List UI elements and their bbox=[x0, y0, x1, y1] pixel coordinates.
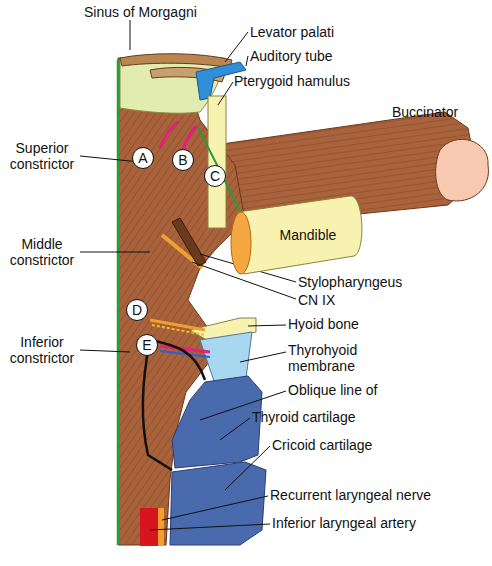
callout-circle: A bbox=[132, 147, 154, 169]
leader-line bbox=[150, 524, 270, 530]
muscle-border bbox=[143, 340, 205, 470]
nerve-line bbox=[150, 320, 205, 330]
part-label: Recurrent laryngeal nerve bbox=[270, 487, 470, 503]
vessel-arc bbox=[160, 122, 178, 148]
part-label: Oblique line of bbox=[288, 382, 428, 398]
part-label: Mandible bbox=[280, 227, 337, 243]
callout-circle: E bbox=[136, 334, 158, 356]
pharyngeal-raphe bbox=[117, 60, 120, 545]
callout-circle: D bbox=[126, 299, 148, 321]
part-label: Superior constrictor bbox=[2, 140, 82, 172]
part-label: Cricoid cartilage bbox=[272, 437, 432, 453]
part-label: Stylopharyngeus bbox=[298, 274, 438, 290]
leader-line bbox=[225, 446, 270, 490]
vessel-arc bbox=[183, 126, 196, 150]
nerve-line bbox=[152, 325, 205, 335]
callout-letter: B bbox=[178, 152, 187, 168]
thyroid-cartilage bbox=[172, 376, 262, 468]
leader-line bbox=[80, 350, 130, 352]
leader-line bbox=[218, 82, 233, 105]
leader-line bbox=[248, 325, 286, 326]
leader-line bbox=[225, 32, 248, 62]
inferior-laryngeal-artery bbox=[140, 508, 158, 546]
callout-letter: A bbox=[138, 150, 147, 166]
pterygoid-hamulus bbox=[208, 96, 226, 228]
part-label: Thyrohyoid membrane bbox=[288, 342, 388, 374]
leader-line bbox=[80, 156, 140, 162]
part-label: Middle constrictor bbox=[2, 236, 82, 268]
part-label: Buccinator bbox=[392, 104, 492, 120]
part-label: Levator palati bbox=[250, 24, 380, 40]
part-label: Auditory tube bbox=[250, 48, 380, 64]
leader-line bbox=[162, 496, 268, 520]
bone-shape: Mandible bbox=[228, 190, 368, 280]
part-label: Hyoid bone bbox=[288, 316, 408, 332]
lips bbox=[436, 139, 489, 201]
part-label: Inferior constrictor bbox=[2, 334, 82, 366]
part-label: Thyroid cartilage bbox=[252, 409, 412, 425]
part-label: Inferior laryngeal artery bbox=[272, 515, 472, 531]
stylopharyngeus-muscle bbox=[172, 218, 206, 266]
leader-line bbox=[246, 56, 248, 66]
callout-circle: B bbox=[172, 149, 194, 171]
leader-line bbox=[130, 20, 131, 50]
part-label: Sinus of Morgagni bbox=[84, 4, 224, 20]
leader-line bbox=[220, 418, 250, 440]
mandible-cut-end bbox=[231, 212, 251, 274]
callout-circle: C bbox=[204, 165, 226, 187]
callout-letter: E bbox=[142, 337, 151, 353]
callout-letter: C bbox=[210, 168, 220, 184]
leader-line bbox=[80, 252, 150, 253]
leader-line bbox=[240, 352, 286, 362]
part-label: CN IX bbox=[298, 292, 378, 308]
part-label: Pterygoid hamulus bbox=[234, 73, 384, 89]
recurrent-laryngeal-nerve bbox=[158, 508, 164, 546]
callout-letter: D bbox=[132, 302, 142, 318]
cricoid-cartilage bbox=[170, 462, 266, 545]
mandible-body bbox=[238, 196, 362, 274]
levator-palati bbox=[120, 54, 232, 68]
